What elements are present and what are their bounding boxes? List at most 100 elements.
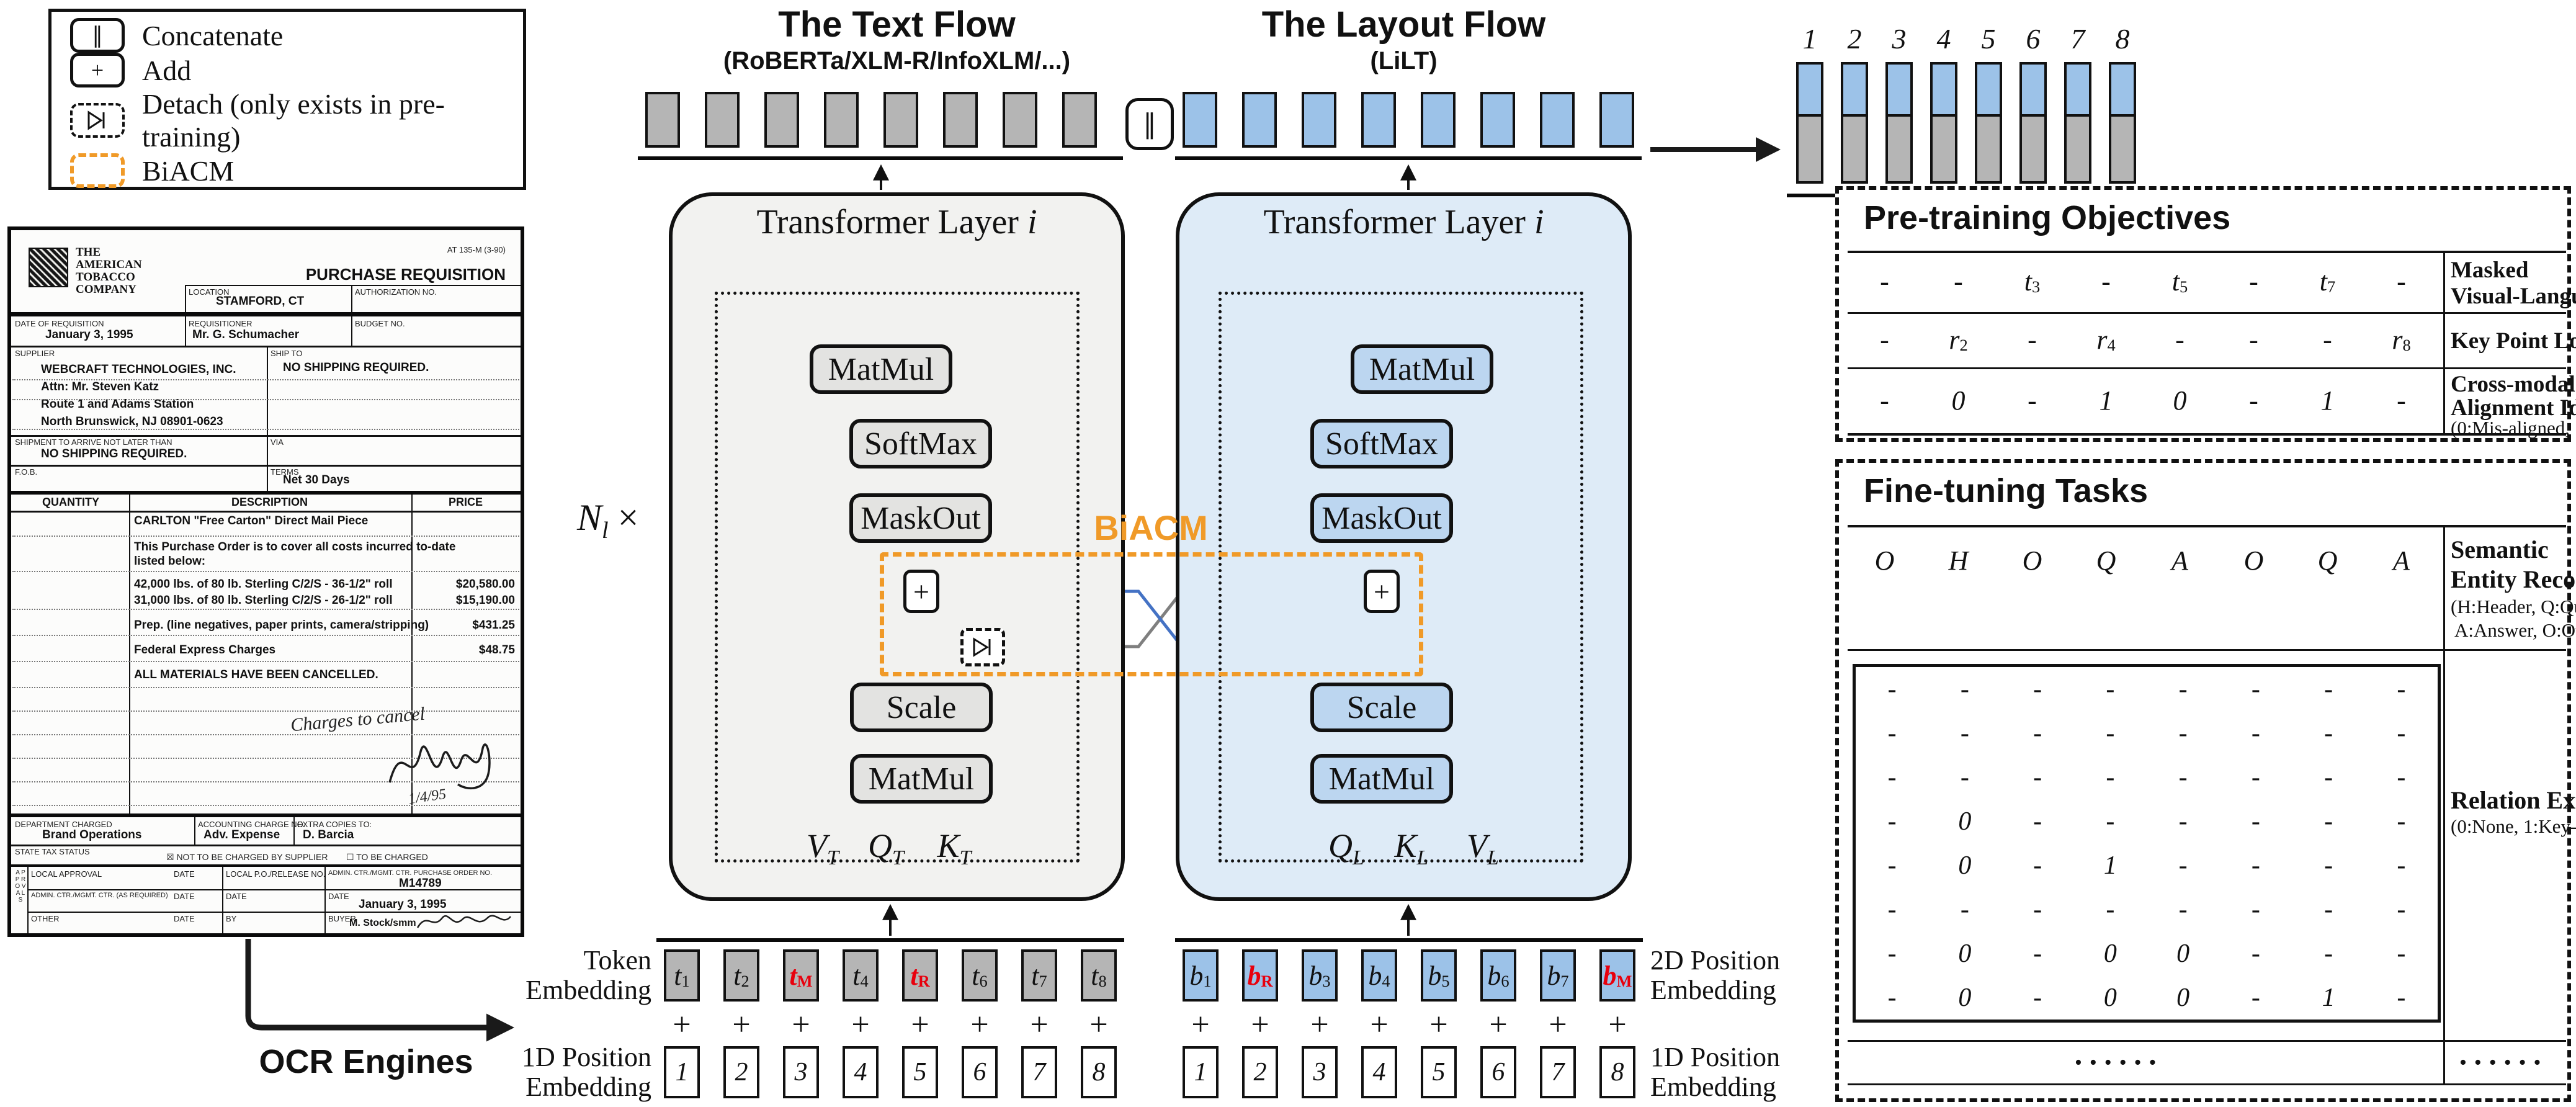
text-attention-dotted-box bbox=[715, 292, 1080, 863]
item-price: $20,580.00 bbox=[455, 578, 515, 591]
fused-token bbox=[1841, 62, 1868, 184]
cell: - bbox=[2397, 851, 2406, 880]
label-line: Embedding bbox=[1650, 975, 1776, 1005]
via-label: VIA bbox=[271, 437, 284, 447]
detach-glyph bbox=[87, 110, 105, 130]
acct-label: ACCOUNTING CHARGE NO. bbox=[198, 820, 306, 829]
cell: 1 bbox=[2322, 983, 2335, 1012]
text-hidden-states bbox=[645, 92, 1097, 148]
cell: 0 bbox=[1958, 851, 1972, 880]
by-label: BY bbox=[226, 914, 237, 923]
cell: - bbox=[2251, 895, 2260, 924]
layout-attention-dotted-box bbox=[1219, 292, 1583, 863]
cell: - bbox=[1880, 266, 1889, 297]
mvlm-label-line1: Masked bbox=[2451, 258, 2529, 283]
cell bbox=[883, 92, 918, 148]
fused-token bbox=[1975, 62, 2002, 184]
q-sub: T bbox=[892, 846, 904, 869]
cell: - bbox=[2106, 719, 2115, 748]
cell: 0 bbox=[2103, 939, 2117, 968]
item-desc: listed below: bbox=[134, 555, 206, 568]
cell: - bbox=[2101, 266, 2111, 297]
layout-matmul-top: MatMul bbox=[1351, 344, 1493, 394]
cell: - bbox=[2033, 983, 2042, 1012]
times-sign: × bbox=[617, 497, 639, 538]
fused-output-tokens bbox=[1796, 62, 2136, 184]
cell: - bbox=[2324, 719, 2333, 748]
layout-part bbox=[1799, 65, 1821, 117]
legend-row-biacm: BiACM bbox=[51, 153, 523, 188]
auth-label: AUTHORIZATION NO. bbox=[355, 287, 437, 297]
legend: ∥ Concatenate + Add Detach (only exists … bbox=[48, 9, 526, 190]
cell: - bbox=[2106, 807, 2115, 836]
layout-part bbox=[1888, 65, 1910, 117]
v-sub: T bbox=[827, 846, 839, 869]
shipto-label: SHIP TO bbox=[271, 349, 303, 358]
cell: 4 bbox=[843, 1046, 879, 1098]
cell: - bbox=[1887, 719, 1897, 748]
fob-label: F.O.B. bbox=[15, 467, 38, 477]
item-desc: Federal Express Charges bbox=[134, 643, 276, 657]
cell: + bbox=[1370, 1007, 1389, 1042]
cell: - bbox=[2106, 895, 2115, 924]
text-softmax: SoftMax bbox=[849, 419, 992, 468]
token-embedding-label: Token Embedding bbox=[509, 946, 651, 1005]
cell bbox=[1361, 92, 1396, 148]
cell: - bbox=[1880, 385, 1889, 416]
cell bbox=[645, 92, 680, 148]
cell: - bbox=[2033, 719, 2042, 748]
v-sub: L bbox=[1487, 846, 1499, 869]
cell: - bbox=[2251, 719, 2260, 748]
cell: - bbox=[2251, 851, 2260, 880]
pretraining-title: Pre-training Objectives bbox=[1864, 199, 2231, 236]
company-line: TOBACCO bbox=[76, 271, 135, 284]
ellipsis-left: •••••• bbox=[2075, 1051, 2164, 1074]
cell: - bbox=[2033, 763, 2042, 792]
item-desc: 42,000 lbs. of 80 lb. Sterling C/2/S - 3… bbox=[134, 578, 393, 591]
cell: - bbox=[2178, 807, 2188, 836]
cell: 0 bbox=[1958, 939, 1972, 968]
layer-index-var: i bbox=[1027, 203, 1037, 241]
line-item: 42,000 lbs. of 80 lb. Sterling C/2/S - 3… bbox=[134, 578, 515, 591]
cell: 6 bbox=[962, 1046, 998, 1098]
ocr-arrow bbox=[245, 939, 514, 1042]
cell bbox=[824, 92, 859, 148]
cell: 0 bbox=[2173, 385, 2187, 416]
cell: - bbox=[2033, 851, 2042, 880]
cell: - bbox=[1887, 675, 1897, 704]
cell: - bbox=[2251, 983, 2260, 1012]
dept-value: Brand Operations bbox=[42, 828, 142, 841]
cell: 5 bbox=[902, 1046, 938, 1098]
cell: + bbox=[1030, 1007, 1049, 1042]
cell: - bbox=[2251, 939, 2260, 968]
tax-option-2: ☐ TO BE CHARGED bbox=[346, 852, 428, 862]
cell: 3 bbox=[1302, 1046, 1338, 1098]
location-value: STAMFORD, CT bbox=[216, 295, 305, 308]
cell: - bbox=[2178, 895, 2188, 924]
cell: Q bbox=[2317, 545, 2338, 576]
cell: - bbox=[2324, 851, 2333, 880]
label-line: 1D Position bbox=[521, 1042, 651, 1072]
n-var: N bbox=[577, 497, 602, 538]
layer-title-text: Transformer Layer bbox=[1263, 203, 1534, 241]
cell: - bbox=[2028, 325, 2037, 355]
cell: A bbox=[2393, 545, 2410, 576]
cell: - bbox=[1960, 675, 1969, 704]
terms-value: Net 30 Days bbox=[283, 473, 350, 486]
text-matmul-bottom: MatMul bbox=[850, 754, 993, 804]
text-add-node: + bbox=[903, 570, 939, 613]
text-part bbox=[2067, 117, 2089, 181]
pos2d-right-label: 2D Position Embedding bbox=[1650, 946, 1836, 1005]
approvals-vertical-label: A P P R O V A L S bbox=[15, 869, 26, 903]
legend-row-add: + Add bbox=[51, 53, 523, 87]
